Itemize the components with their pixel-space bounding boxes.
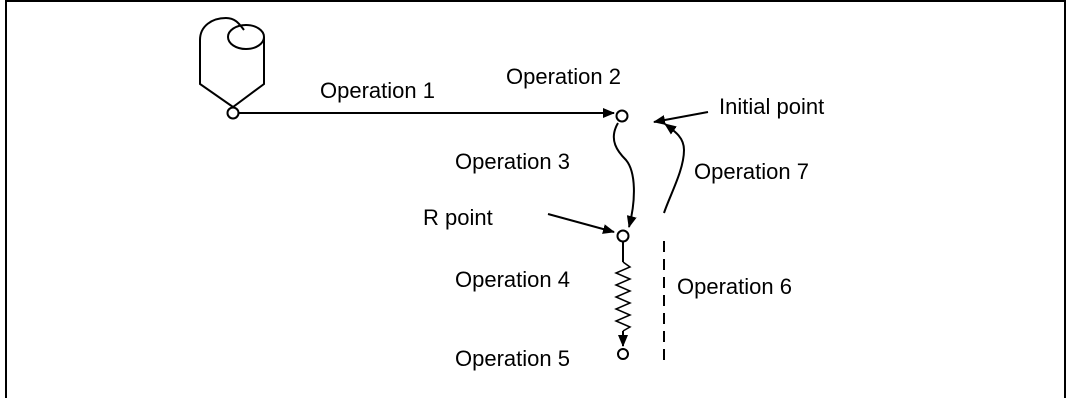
r-point-leader — [547, 213, 615, 234]
label-operation-4: Operation 4 — [455, 267, 570, 292]
label-operation-1: Operation 1 — [320, 78, 435, 103]
label-operation-6: Operation 6 — [677, 274, 792, 299]
tool-icon — [199, 16, 265, 109]
operation-4-zigzag — [614, 261, 632, 332]
label-operation-3: Operation 3 — [455, 149, 570, 174]
label-initial-point: Initial point — [719, 94, 825, 119]
label-operation-2: Operation 2 — [506, 64, 621, 89]
operation-3-arrow — [612, 122, 637, 228]
start-point — [226, 106, 240, 120]
diagram-frame — [5, 0, 1066, 398]
label-operation-7: Operation 7 — [694, 159, 809, 184]
label-r-point: R point — [423, 205, 493, 230]
r-point-circle — [616, 229, 630, 243]
initial-point-circle — [615, 109, 629, 123]
hole-bottom-circle — [617, 348, 629, 360]
operation-7-arrow — [663, 123, 686, 214]
label-operation-5: Operation 5 — [455, 346, 570, 371]
initial-point-leader — [653, 111, 709, 125]
